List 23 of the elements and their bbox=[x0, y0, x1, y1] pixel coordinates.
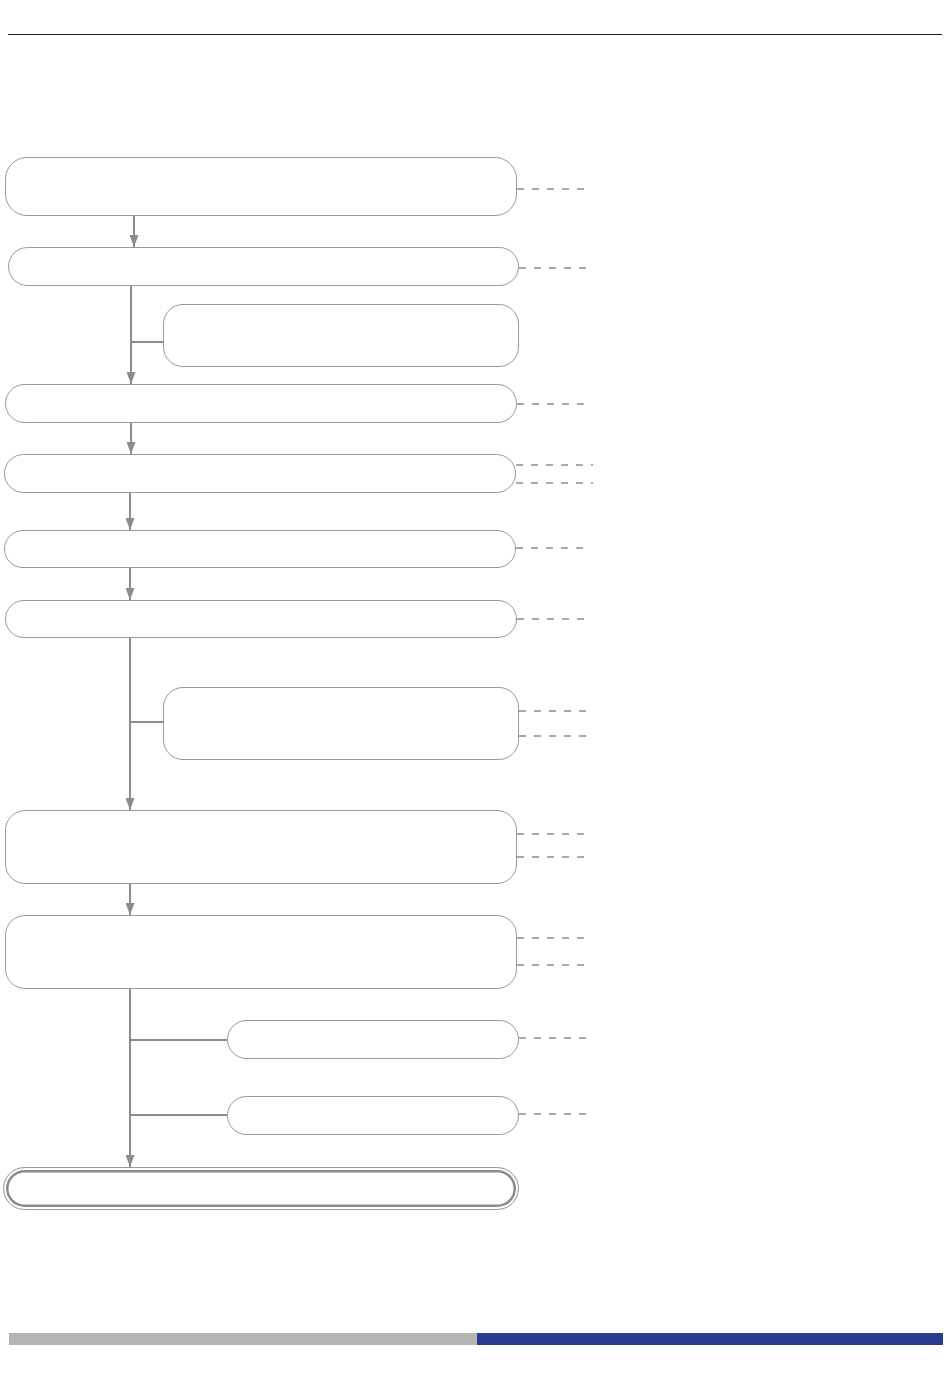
arrow bbox=[125, 567, 135, 601]
process-box bbox=[227, 1096, 519, 1135]
arrow bbox=[126, 422, 136, 455]
arrow bbox=[125, 988, 135, 1168]
process-box bbox=[8, 247, 519, 286]
process-box bbox=[163, 687, 519, 760]
process-box bbox=[5, 600, 517, 638]
arrow bbox=[125, 883, 135, 916]
process-box bbox=[4, 454, 516, 493]
arrow bbox=[125, 637, 135, 811]
arrow bbox=[125, 492, 135, 531]
arrow bbox=[126, 285, 136, 385]
leader-line bbox=[515, 482, 594, 484]
process-box bbox=[5, 915, 517, 989]
end-box bbox=[3, 1167, 519, 1210]
process-box bbox=[5, 157, 517, 216]
leader-line bbox=[515, 464, 594, 466]
process-box bbox=[163, 304, 519, 367]
process-box bbox=[5, 384, 517, 423]
process-box bbox=[4, 530, 516, 568]
process-box bbox=[5, 810, 517, 884]
arrow bbox=[129, 215, 139, 248]
process-box bbox=[227, 1020, 519, 1059]
